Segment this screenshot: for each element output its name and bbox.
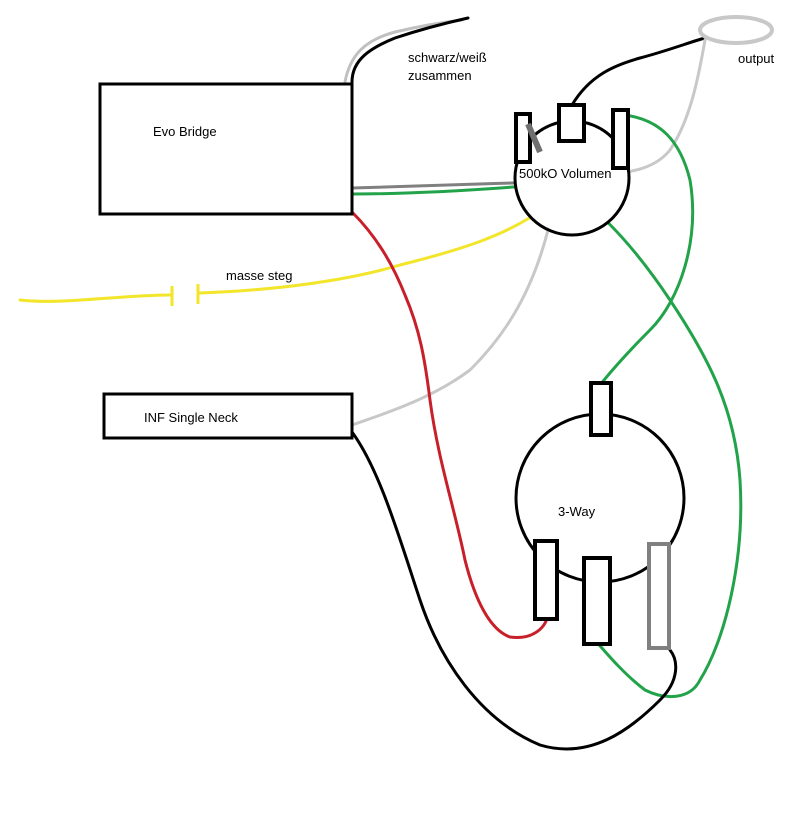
green-wire-pot-switch — [598, 113, 695, 387]
inf-single-neck-label: INF Single Neck — [144, 410, 238, 425]
red-wire-bridge-switch — [350, 210, 550, 640]
volume-pot-label: 500kO Volumen — [519, 166, 612, 181]
volume-pot-lug-left — [514, 112, 532, 164]
evo-bridge-label: Evo Bridge — [153, 124, 217, 139]
masse-steg-label: masse steg — [226, 268, 292, 283]
inf-single-neck-pickup — [102, 392, 354, 440]
switch-lug-left — [533, 539, 559, 621]
volume-pot-wiper — [525, 122, 543, 154]
evo-bridge-pickup — [98, 82, 354, 216]
schwarz-weiss-label-2: zusammen — [408, 68, 472, 83]
black-wire-to-output — [570, 36, 707, 107]
volume-pot-lug-right — [611, 108, 630, 170]
schwarz-weiss-label-1: schwarz/weiß — [408, 50, 487, 65]
switch-lug-right — [647, 542, 671, 650]
volume-pot-lug-center — [557, 103, 586, 143]
black-wire-neck-switch — [350, 430, 678, 751]
output-label: output — [738, 51, 775, 66]
output-jack — [698, 15, 774, 45]
yellow-wire-masse — [18, 203, 550, 303]
gray-wire-output — [350, 38, 707, 427]
three-way-label: 3-Way — [558, 504, 596, 519]
black-wire-bridge-top — [350, 16, 470, 84]
green-wire-pot-switch-bottom — [553, 180, 743, 699]
switch-lug-top — [589, 381, 613, 437]
switch-lug-center — [582, 556, 612, 646]
